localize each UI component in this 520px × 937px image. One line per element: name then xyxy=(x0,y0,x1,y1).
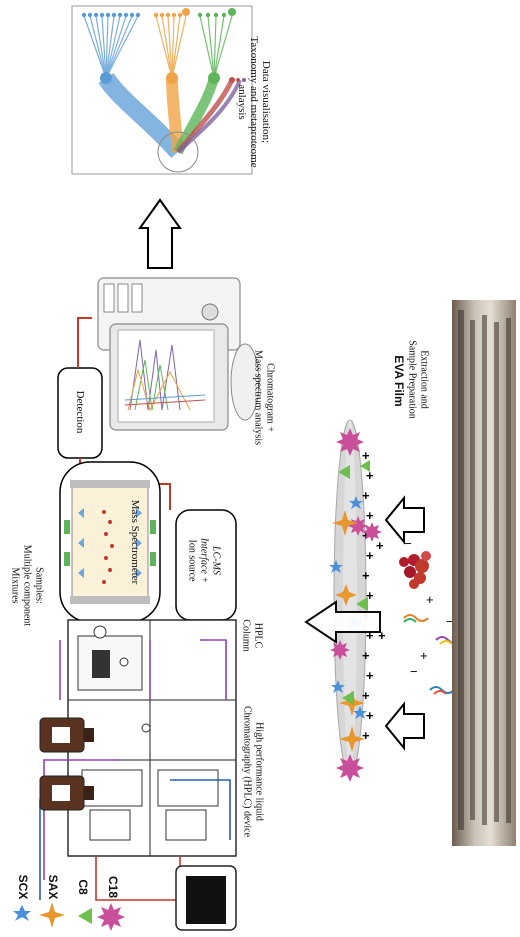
label-lcms: LC-MS xyxy=(210,546,222,575)
svg-text:+: + xyxy=(362,728,370,743)
svg-text:+: + xyxy=(366,588,374,603)
legend-c18-icon xyxy=(97,903,125,931)
legend xyxy=(13,902,125,931)
label-interface: Interface + xyxy=(198,537,210,584)
label-hplc-device-2: Chromatography (HPLC) device xyxy=(241,705,253,838)
svg-text:+: + xyxy=(362,448,370,463)
svg-text:+: + xyxy=(426,592,434,607)
svg-text:−: − xyxy=(410,664,418,679)
svg-text:+: + xyxy=(362,688,370,703)
legend-c18-label: C18 xyxy=(106,875,120,898)
label-data-visualisation: Data visualisation; xyxy=(260,60,272,144)
protein-structure-icon xyxy=(399,551,431,589)
label-extraction: Extraction and xyxy=(418,350,430,409)
label-eva-film: EVA Film xyxy=(392,355,406,407)
left-arrow-icon-2 xyxy=(384,701,425,751)
svg-text:+: + xyxy=(366,508,374,523)
label-analysis: anlaysis xyxy=(236,84,248,120)
label-mixtures: Mixtures xyxy=(9,567,21,604)
svg-text:+: + xyxy=(362,528,370,543)
label-bottle-a: A xyxy=(50,786,62,794)
label-bottle-b: B xyxy=(50,728,62,736)
computer-monitor-icon xyxy=(97,277,260,431)
label-samples: Samples: xyxy=(33,567,45,604)
film-marker-c8 xyxy=(338,460,370,705)
svg-text:−: − xyxy=(446,614,454,629)
label-hplc-device-1: High performance liquid xyxy=(253,722,265,821)
legend-c8-label: C8 xyxy=(76,879,90,895)
svg-text:+: + xyxy=(366,708,374,723)
legend-c8-icon xyxy=(78,908,92,924)
svg-text:+: + xyxy=(366,668,374,683)
svg-text:+: + xyxy=(362,488,370,503)
waste-canister-icon xyxy=(175,865,237,931)
through-film-arrow-icon xyxy=(304,600,381,644)
svg-text:+: + xyxy=(366,468,374,483)
legend-sax-label: SAX xyxy=(46,874,60,900)
svg-text:+: + xyxy=(362,648,370,663)
left-arrow-icon-1 xyxy=(384,495,425,545)
label-detection: Detection xyxy=(74,390,86,434)
hplc-device-icon xyxy=(39,619,237,901)
label-mass-spectrometer: Mass Spectrometer xyxy=(129,499,141,585)
label-sample-prep: Sample Preparation xyxy=(406,340,418,419)
legend-sax-icon xyxy=(39,902,65,928)
up-arrow-icon xyxy=(138,198,182,269)
svg-text:+: + xyxy=(378,628,386,643)
parchment-photo xyxy=(452,300,516,846)
solvent-bottle-a-icon xyxy=(39,775,94,811)
label-ion-source: Ion source xyxy=(186,539,198,582)
legend-scx-label: SCX xyxy=(16,874,30,900)
label-column: Column xyxy=(240,619,252,652)
mass-spectrometer-box xyxy=(59,461,161,623)
label-multiple-component: Multiple component xyxy=(21,544,33,627)
film-marker-c18 xyxy=(330,428,382,782)
svg-text:+: + xyxy=(366,628,374,643)
charge-labels: −++ −− xyxy=(404,536,454,679)
svg-text:−: − xyxy=(404,536,412,551)
label-hplc: HPLC xyxy=(252,622,264,649)
taxonomy-tree-panel xyxy=(71,5,253,175)
svg-text:+: + xyxy=(366,548,374,563)
svg-text:+: + xyxy=(420,648,428,663)
label-taxonomy: Taxonomy and metaproteome xyxy=(248,36,260,168)
legend-scx-icon xyxy=(13,905,31,921)
label-chromatogram: Chromatogram + xyxy=(264,363,276,432)
label-mass-spectrum: Mass spectrum analysis xyxy=(252,350,264,445)
plus-charge-marks: +++ +++ +++ +++ +++ ++ xyxy=(362,448,386,743)
solvent-bottle-b-icon xyxy=(39,717,94,753)
svg-text:+: + xyxy=(376,538,384,553)
svg-text:+: + xyxy=(362,568,370,583)
